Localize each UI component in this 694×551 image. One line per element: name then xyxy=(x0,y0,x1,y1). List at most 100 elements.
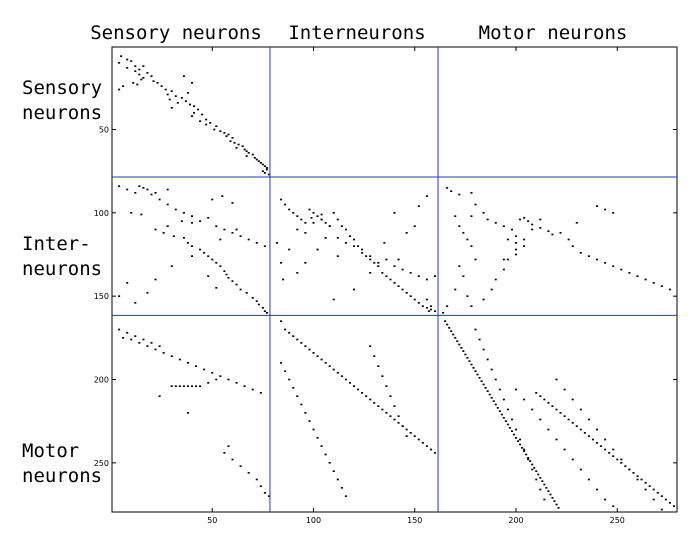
connection-mark xyxy=(389,278,392,281)
connection-mark xyxy=(377,262,380,264)
connection-mark xyxy=(288,248,291,251)
connection-mark xyxy=(373,402,376,404)
connection-mark xyxy=(514,242,518,244)
connection-mark xyxy=(668,502,671,504)
connection-mark xyxy=(223,132,226,134)
connection-mark xyxy=(304,222,307,224)
connection-mark xyxy=(405,435,408,437)
connection-mark xyxy=(138,73,141,76)
connection-mark xyxy=(446,323,449,326)
connection-mark xyxy=(146,72,149,74)
connection-mark xyxy=(328,365,331,367)
connection-mark xyxy=(397,415,400,417)
connection-mark xyxy=(201,113,204,116)
connection-mark xyxy=(543,483,546,486)
connection-mark xyxy=(596,488,599,491)
connection-mark xyxy=(470,192,473,194)
connection-mark xyxy=(316,355,319,357)
connection-mark xyxy=(168,98,171,101)
connection-mark xyxy=(433,275,437,277)
connection-mark xyxy=(332,298,335,301)
connection-mark xyxy=(458,225,461,227)
connection-mark xyxy=(332,470,335,472)
connection-mark xyxy=(251,388,254,391)
connection-mark xyxy=(369,255,372,257)
connection-mark xyxy=(381,375,384,377)
connection-mark xyxy=(235,228,238,231)
connection-mark xyxy=(312,222,315,224)
connection-mark xyxy=(118,62,121,64)
connection-mark xyxy=(146,345,149,347)
connection-mark xyxy=(324,362,327,364)
connection-mark xyxy=(672,505,675,507)
connection-mark xyxy=(425,307,428,309)
connection-mark xyxy=(393,418,396,421)
connection-mark xyxy=(510,418,513,421)
connection-mark xyxy=(263,310,266,312)
connection-mark xyxy=(190,215,194,217)
connection-mark xyxy=(494,403,497,406)
connection-mark xyxy=(466,295,469,297)
connection-mark xyxy=(433,310,437,312)
connection-mark xyxy=(373,355,376,357)
connection-mark xyxy=(413,298,416,301)
connection-mark xyxy=(502,258,505,261)
y-tick-label: 150 xyxy=(94,292,109,301)
connection-mark xyxy=(405,292,408,294)
connection-mark xyxy=(450,190,453,192)
connection-mark xyxy=(470,305,473,307)
connection-mark xyxy=(296,228,299,231)
connection-mark xyxy=(140,213,143,216)
connection-mark xyxy=(628,272,631,274)
connection-mark xyxy=(328,462,331,464)
connection-mark xyxy=(130,212,133,214)
connection-mark xyxy=(474,370,477,372)
connection-mark xyxy=(383,242,386,244)
connection-mark xyxy=(348,235,351,237)
connection-mark xyxy=(300,342,303,344)
connection-mark xyxy=(612,212,615,214)
connection-mark xyxy=(519,443,522,446)
connection-mark xyxy=(450,330,453,332)
connection-mark xyxy=(401,288,404,291)
connection-mark xyxy=(506,408,509,411)
connection-mark xyxy=(587,255,590,257)
connection-mark xyxy=(138,68,141,71)
connection-mark xyxy=(284,328,287,331)
connection-mark xyxy=(336,372,339,374)
connection-mark xyxy=(186,92,189,94)
connection-mark xyxy=(612,505,615,507)
connection-mark xyxy=(608,452,611,454)
connection-mark xyxy=(138,185,141,187)
plot-frame xyxy=(111,46,678,513)
connection-mark xyxy=(190,255,194,257)
connection-mark xyxy=(571,458,574,461)
connection-mark xyxy=(227,133,230,136)
connection-mark xyxy=(233,142,236,144)
connection-mark xyxy=(656,492,659,494)
connection-mark xyxy=(539,477,542,479)
connection-mark xyxy=(547,402,550,404)
connection-mark xyxy=(118,295,121,297)
connection-mark xyxy=(490,368,493,371)
connection-mark xyxy=(612,448,615,451)
connection-mark xyxy=(543,498,546,501)
connection-mark xyxy=(369,258,372,261)
connection-mark xyxy=(539,488,542,491)
connection-mark xyxy=(312,212,315,214)
connection-mark xyxy=(413,225,416,227)
connection-mark xyxy=(600,445,603,447)
connection-mark xyxy=(632,472,635,474)
connection-mark xyxy=(344,228,347,231)
connection-mark xyxy=(190,385,194,387)
connection-mark xyxy=(575,222,578,224)
connection-mark xyxy=(247,472,250,474)
connection-mark xyxy=(527,457,530,459)
connection-mark xyxy=(587,435,590,437)
connection-mark xyxy=(417,275,420,277)
connection-mark xyxy=(255,158,258,161)
connection-mark xyxy=(523,448,526,451)
connection-mark xyxy=(385,385,388,387)
connection-mark xyxy=(340,375,343,377)
connection-mark xyxy=(456,340,459,342)
